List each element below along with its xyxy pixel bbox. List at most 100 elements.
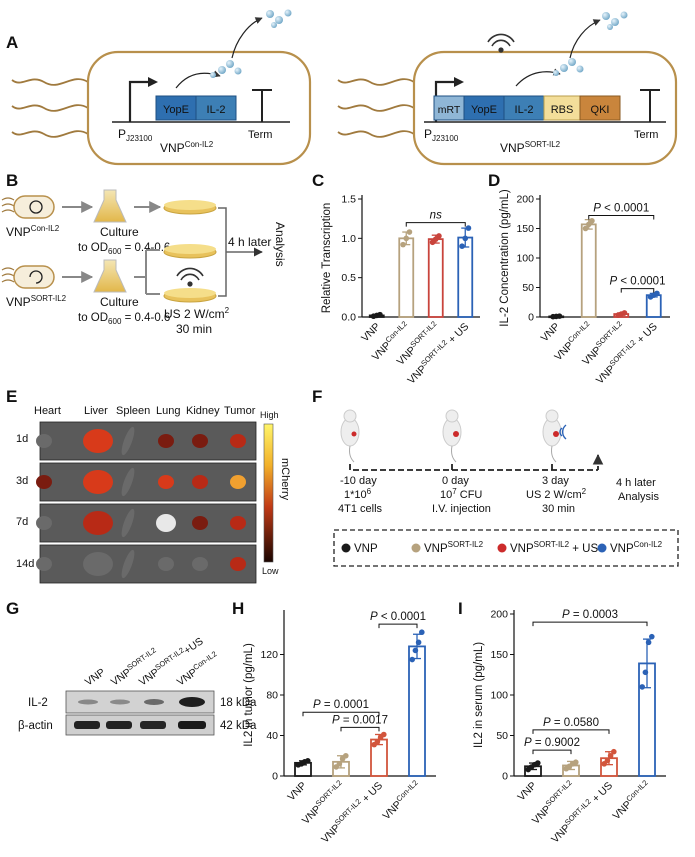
panel-label-g: G: [6, 599, 19, 618]
data-point-2-1: [604, 757, 611, 764]
organ-signal-kidney-3d: [192, 475, 208, 489]
legend-dot-2: [497, 543, 507, 553]
data-point-1-2: [406, 229, 413, 235]
panel-a: YopE IL-2 PJ23100 Term VNPCon-IL2 mRT Yo…: [11, 9, 678, 166]
data-point-0-3: [305, 758, 311, 764]
bar-1: [398, 237, 415, 318]
timeline-step3-time: 30 min: [542, 503, 575, 515]
day-label-14d: 14d: [16, 558, 34, 570]
analysis-label-b: Analysis: [273, 222, 287, 267]
branch-bracket-b: [134, 249, 160, 295]
timeline-step4-what: Analysis: [618, 491, 659, 503]
panel-label-i: I: [458, 599, 463, 618]
organ-signal-lung-1d: [158, 434, 174, 448]
data-point-1-1: [336, 761, 343, 767]
promoter-arrow-left: [128, 80, 150, 122]
strain-con-label: VNPCon-IL2: [6, 224, 60, 239]
promoter-label-left: PJ23100: [118, 127, 153, 143]
organ-label-tumor: Tumor: [224, 405, 256, 417]
imaging-row-7d: [39, 503, 257, 543]
promoter-label-right: PJ23100: [424, 127, 459, 143]
data-point-1-0: [582, 225, 589, 232]
timeline-step1-what: 4T1 cells: [338, 503, 383, 515]
bar-1: [580, 223, 597, 318]
promoter-arrowhead-left: [148, 77, 158, 87]
organ-signal-heart-14d: [36, 557, 52, 571]
organ-label-kidney: Kidney: [186, 405, 220, 417]
day-label-1d: 1d: [16, 433, 28, 445]
timeline-step4-time: 4 h later: [616, 477, 656, 489]
data-point-1-1: [403, 235, 410, 242]
term-label-left: Term: [248, 129, 272, 141]
y-tick-label: 0: [272, 771, 278, 783]
terminator-left: [252, 89, 272, 122]
significance-bracket-1: [302, 711, 380, 717]
gene-il2-left-label: IL-2: [207, 104, 226, 116]
significance-bracket-2: [532, 749, 572, 755]
day-label-7d: 7d: [16, 516, 28, 528]
organ-signal-spleen-3d: [121, 467, 135, 497]
bacterium-capsule-left: [86, 50, 312, 166]
y-tick-label: 0.5: [341, 272, 356, 284]
data-point-3-2: [415, 639, 422, 646]
organ-label-lung: Lung: [156, 405, 180, 417]
mouse-icon-2: [442, 409, 462, 463]
y-tick-label: 1.5: [341, 194, 356, 206]
bar-3: [457, 236, 474, 318]
significance-bracket-2: [340, 726, 380, 732]
flagella-right: [337, 78, 415, 138]
colorbar-high: High: [260, 410, 279, 420]
significance-label-0: P = 0.0003: [562, 609, 618, 621]
culture-label-top: Culture: [100, 225, 139, 239]
timeline-step2-dose: 107 CFU: [440, 487, 482, 501]
y-axis-label: Relative Transcription: [321, 203, 333, 314]
y-tick-label: 100: [490, 690, 508, 702]
strain-sort-label: VNPSORT-IL2: [6, 294, 67, 309]
panel-label-d: D: [488, 171, 500, 190]
export-arrow-right: [569, 19, 601, 59]
organ-signal-heart-3d: [36, 475, 52, 489]
data-point-2-3: [611, 748, 617, 755]
panel-e: Heart Liver Spleen Lung Kidney Tumor 1d …: [16, 405, 291, 584]
collect-bracket-b: [218, 207, 262, 297]
terminator-right: [640, 89, 660, 122]
data-point-3-3: [649, 633, 655, 640]
timeline-step1-dose: 1*106: [344, 487, 372, 501]
significance-bracket-1: [532, 729, 610, 734]
gene-qki-label: QKI: [591, 104, 610, 116]
organ-signal-spleen-7d: [121, 508, 135, 538]
bacterium-icon-sort: [1, 265, 55, 289]
data-point-3-0: [639, 684, 645, 690]
bacterium-icon-con: [1, 195, 55, 219]
us-condition-label: US 2 W/cm2: [164, 306, 230, 321]
blot-il2-band-con: [179, 697, 205, 707]
organ-signal-spleen-14d: [121, 549, 135, 579]
organ-signal-tumor-1d: [230, 434, 246, 448]
petri-dish-bottom: [163, 288, 217, 303]
data-point-0-2: [556, 313, 563, 319]
flask-icon-top: [93, 189, 127, 223]
y-tick-label: 0: [528, 312, 534, 324]
term-label-right: Term: [634, 129, 658, 141]
export-arrow-left: [231, 17, 263, 59]
data-point-3-3: [419, 629, 425, 636]
gene-il2-right: [503, 95, 545, 121]
significance-bracket-0: [378, 623, 418, 629]
bar-3: [408, 645, 426, 777]
colorbar-low: Low: [262, 566, 279, 576]
data-point-2-3: [381, 731, 387, 738]
y-tick-label: 0.0: [341, 312, 356, 324]
blot-actin-band-con: [178, 721, 206, 729]
group-legend-box: [333, 529, 679, 567]
legend-dot-0: [341, 543, 351, 553]
timeline-step3-day: 3 day: [542, 475, 569, 487]
blot-il2-band-sort: [110, 699, 130, 705]
flagella-left: [11, 78, 89, 138]
legend-label-2: VNPSORT-IL2 + US: [510, 540, 598, 555]
data-point-2-2: [621, 310, 628, 316]
organ-signal-lung-7d: [156, 514, 176, 532]
